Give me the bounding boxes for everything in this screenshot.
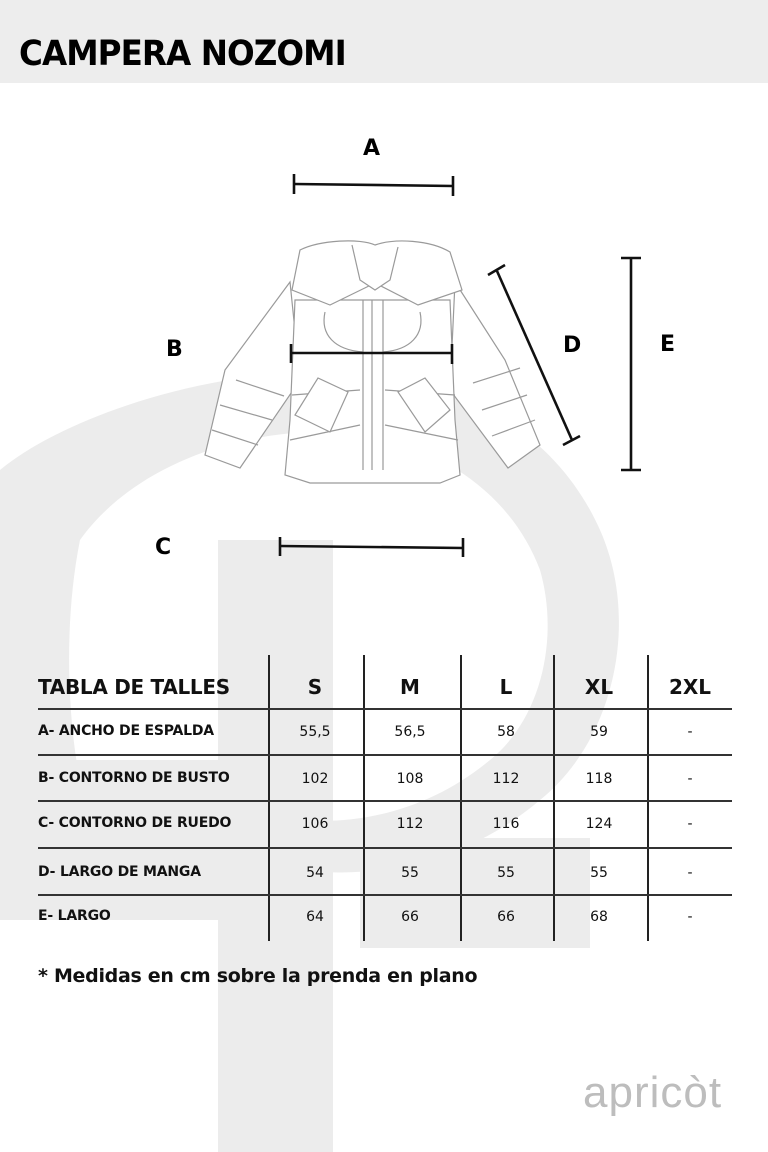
jacket-diagram	[204, 174, 641, 557]
row-label-d: D- LARGO DE MANGA	[38, 864, 201, 880]
table-cell: 108	[396, 771, 424, 787]
table-cell: 66	[497, 909, 515, 925]
table-row-divider	[38, 708, 732, 710]
table-row-divider	[38, 800, 732, 802]
table-cell: 55	[401, 865, 419, 881]
row-label-b: B- CONTORNO DE BUSTO	[38, 770, 230, 786]
measure-label-e: E	[660, 332, 676, 357]
table-cell: -	[687, 865, 693, 881]
table-cell: 66	[401, 909, 419, 925]
table-cell: 124	[585, 816, 613, 832]
table-divider	[268, 655, 270, 941]
table-row-divider	[38, 894, 732, 896]
table-cell: -	[687, 909, 693, 925]
table-divider	[460, 655, 462, 941]
table-divider	[363, 655, 365, 941]
table-title: TABLA DE TALLES	[38, 675, 230, 699]
table-cell: 118	[585, 771, 613, 787]
table-cell: 55	[497, 865, 515, 881]
table-cell: 106	[301, 816, 329, 832]
table-cell: 68	[590, 909, 608, 925]
table-divider	[647, 655, 649, 941]
row-label-a: A- ANCHO DE ESPALDA	[38, 723, 214, 739]
table-cell: -	[687, 771, 693, 787]
footnote: * Medidas en cm sobre la prenda en plano	[38, 965, 478, 987]
table-cell: -	[687, 724, 693, 740]
measure-d-line	[495, 270, 574, 441]
table-cell: 58	[497, 724, 515, 740]
table-cell: 55	[590, 865, 608, 881]
measure-label-a: A	[363, 136, 381, 161]
table-cell: 59	[590, 724, 608, 740]
size-header-2xl: 2XL	[668, 675, 712, 699]
measure-a-line	[293, 182, 454, 188]
table-cell: 64	[306, 909, 324, 925]
table-cell: 112	[492, 771, 520, 787]
measure-label-d: D	[563, 333, 582, 358]
page-title: CAMPERA NOZOMI	[19, 34, 347, 74]
header-bar	[0, 0, 768, 83]
table-cell: -	[687, 816, 693, 832]
measure-label-c: C	[155, 535, 172, 560]
row-label-e: E- LARGO	[38, 908, 111, 924]
jacket-outline-icon	[204, 240, 541, 484]
size-header-l: L	[499, 675, 513, 699]
table-cell: 102	[301, 771, 329, 787]
measure-c-line	[279, 544, 464, 550]
table-divider	[553, 655, 555, 941]
row-label-c: C- CONTORNO DE RUEDO	[38, 815, 232, 831]
table-cell: 56,5	[394, 724, 426, 740]
size-header-m: M	[400, 675, 420, 699]
measure-label-b: B	[166, 337, 183, 362]
size-header-xl: XL	[584, 675, 614, 699]
table-cell: 55,5	[299, 724, 331, 740]
table-cell: 54	[306, 865, 324, 881]
table-row-divider	[38, 847, 732, 849]
table-cell: 116	[492, 816, 520, 832]
size-header-s: S	[307, 675, 323, 699]
brand-logo: apricòt	[583, 1068, 723, 1117]
table-cell: 112	[396, 816, 424, 832]
table-row-divider	[38, 754, 732, 756]
